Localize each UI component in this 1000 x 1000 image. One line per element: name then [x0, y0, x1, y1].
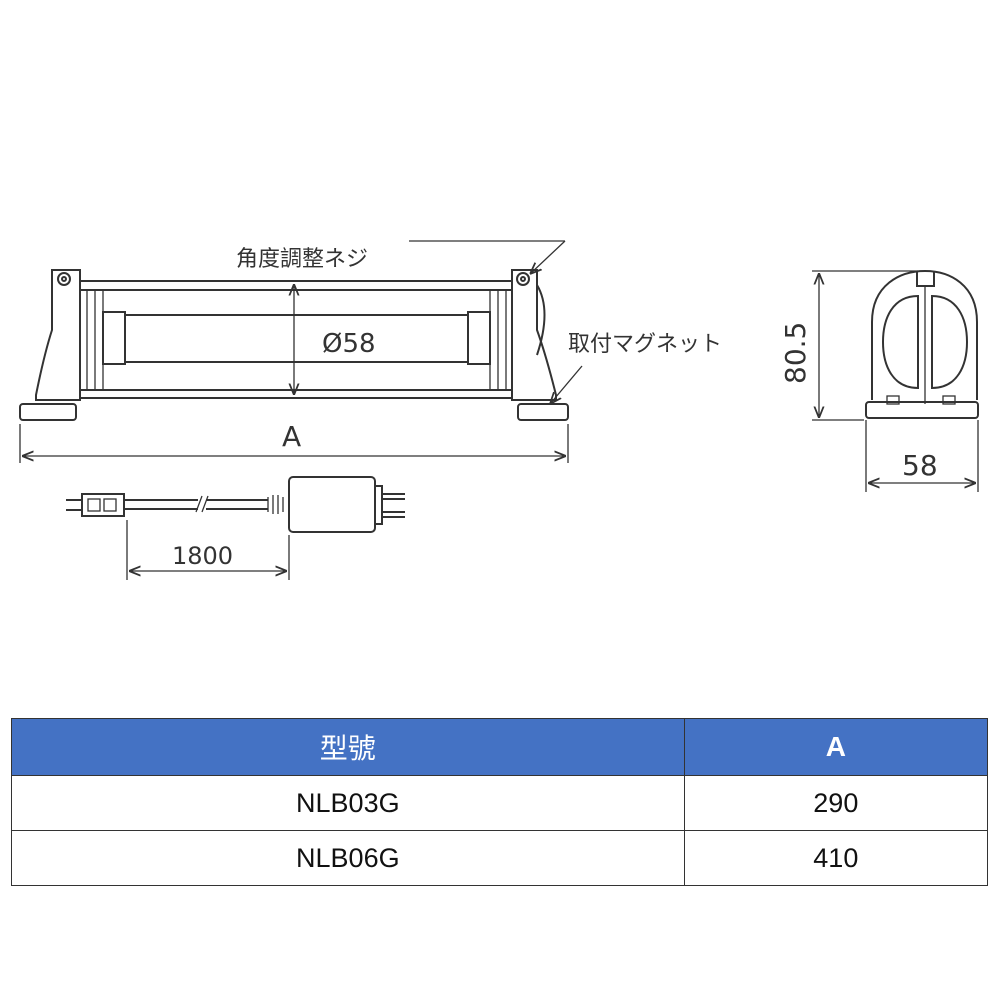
cell-a: 410: [683, 830, 989, 886]
cord-length-label: 1800: [172, 542, 233, 570]
cell-model: NLB06G: [11, 830, 685, 886]
angle-screw-label: 角度調整ネジ: [236, 247, 368, 272]
width-label: 58: [902, 449, 938, 482]
header-model: 型號: [11, 718, 685, 776]
table-row: NLB06G 410: [11, 830, 989, 886]
side-view: [865, 269, 979, 419]
table-header-row: 型號 A: [11, 718, 989, 776]
cell-model: NLB03G: [11, 775, 685, 831]
spec-table: 型號 A NLB03G 290 NLB06G 410: [11, 718, 989, 886]
magnet-leader: [550, 365, 583, 404]
screw-icon: [57, 272, 71, 286]
magnet-label: 取付マグネット: [568, 332, 722, 357]
technical-drawing: Ø58 角度調整ネジ 取付マグネット A 1800: [19, 240, 979, 580]
power-cord: [66, 493, 284, 517]
screw-icon: [516, 272, 530, 286]
table-row: NLB03G 290: [11, 775, 989, 831]
diameter-label: Ø58: [322, 329, 376, 359]
length-label: A: [282, 420, 301, 453]
header-a: A: [683, 718, 989, 776]
ac-adapter: [288, 476, 405, 533]
height-label: 80.5: [779, 322, 812, 384]
cell-a: 290: [683, 775, 989, 831]
